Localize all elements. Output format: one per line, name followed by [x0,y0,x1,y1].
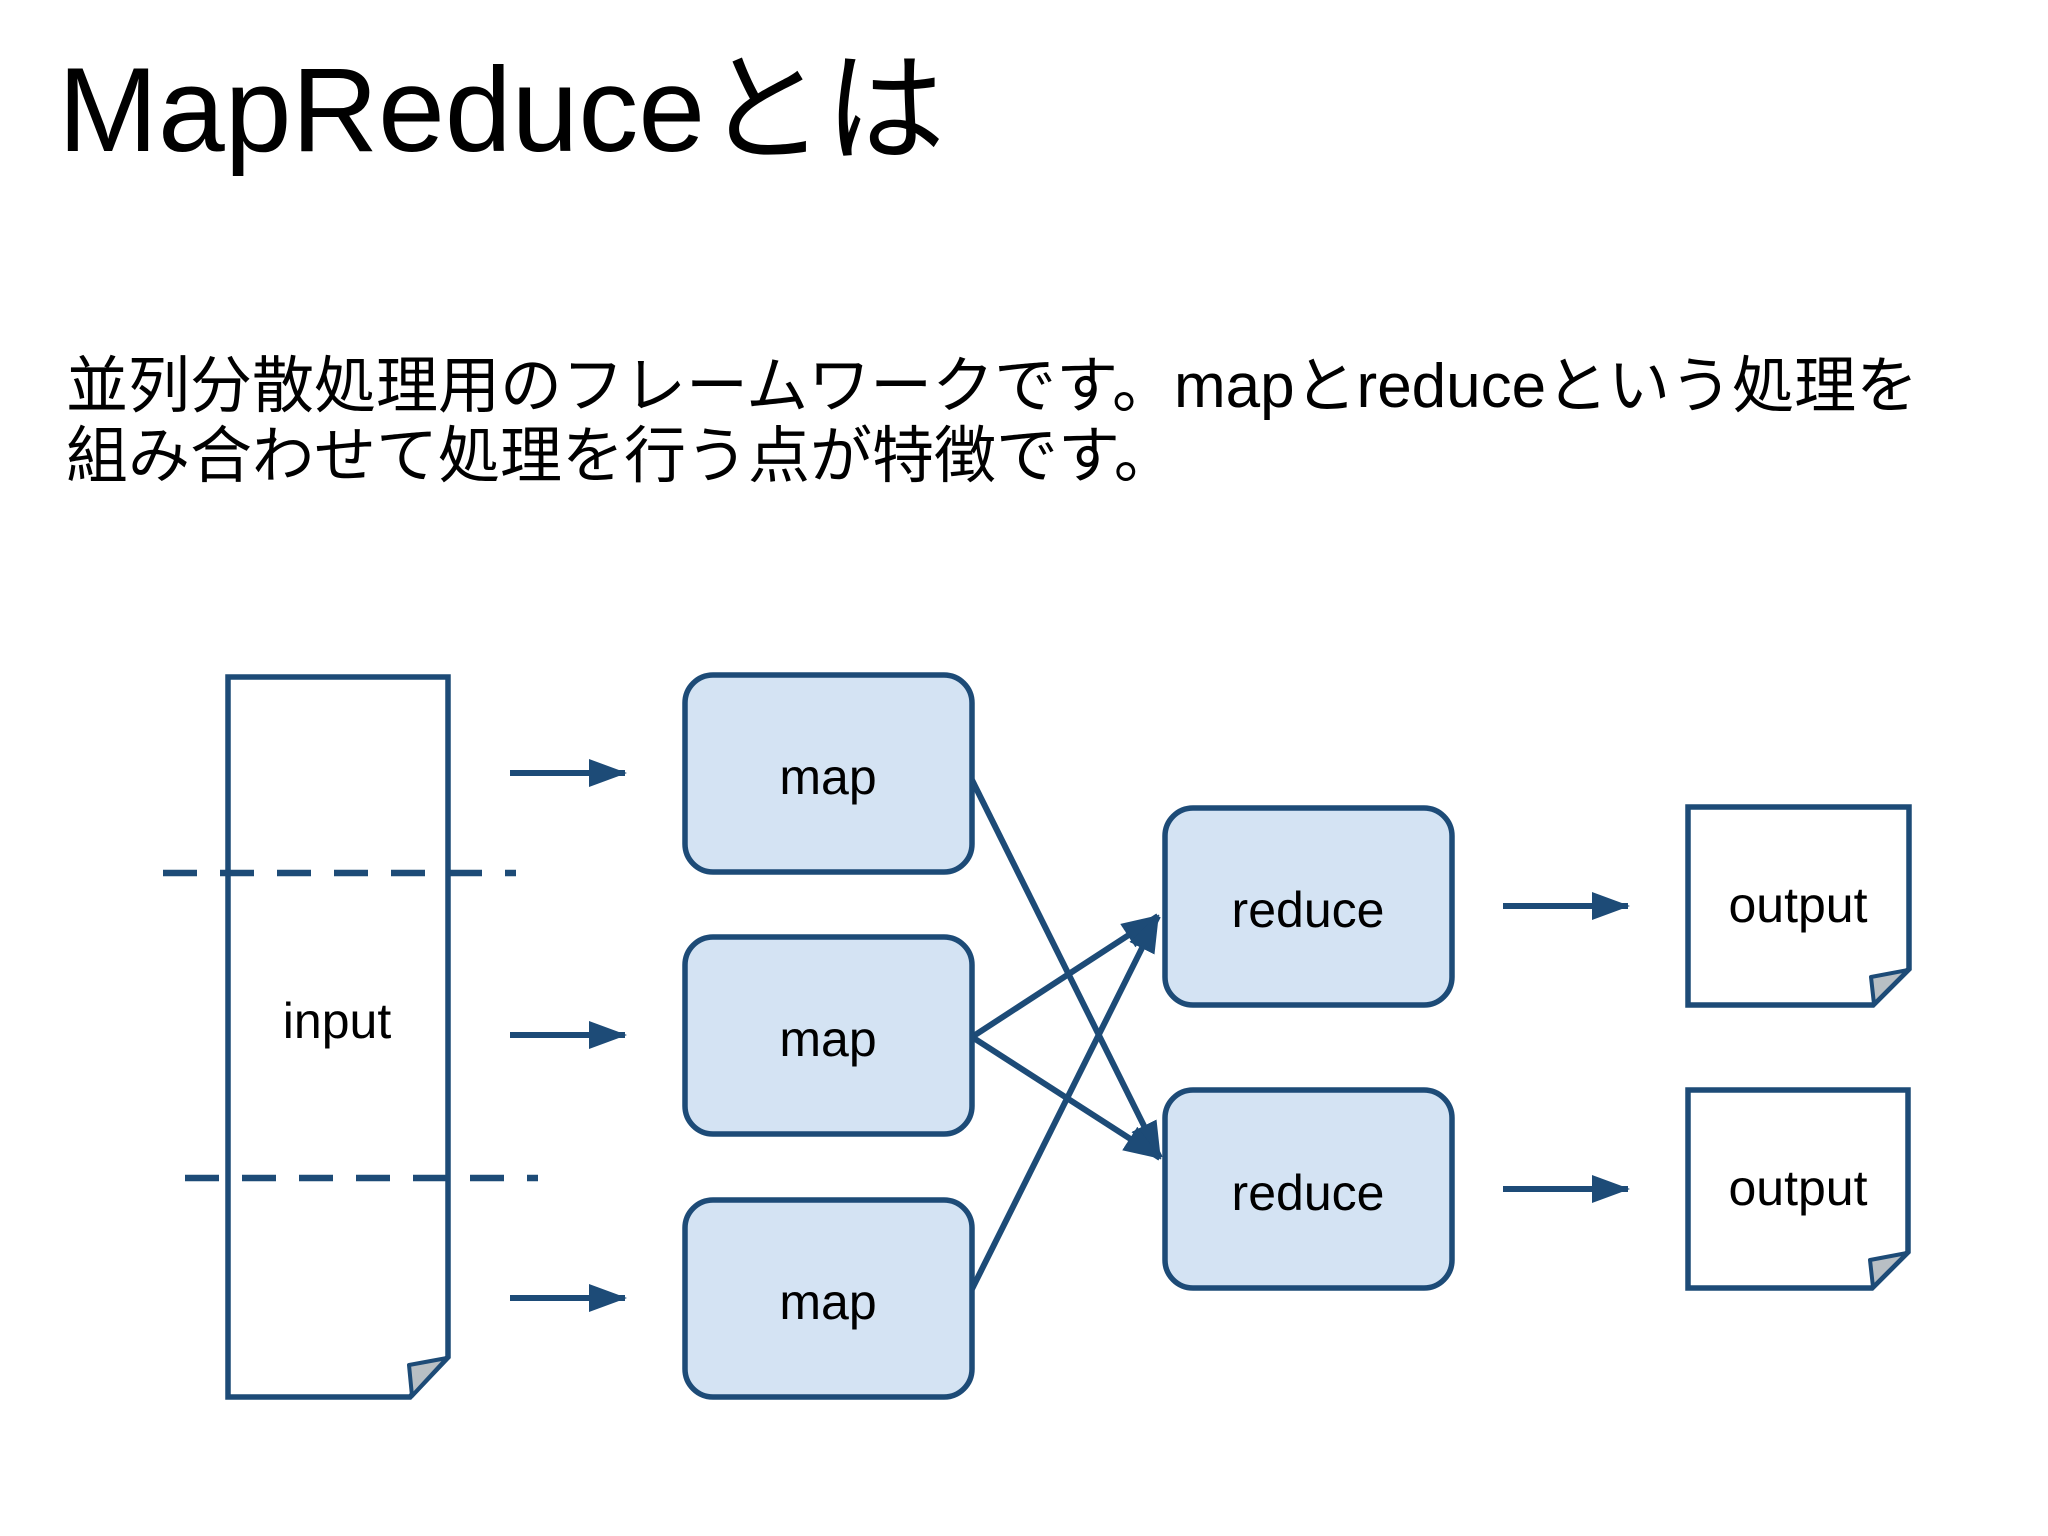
output-document-2-fold-icon [1868,1251,1909,1289]
map-box-1 [682,672,975,875]
map1-to-reduce2-line [969,778,1163,1160]
slide-body-text: 並列分散処理用のフレームワークです。mapとreduceという処理を 組み合わせ… [66,352,1918,492]
map-label-1: map [779,749,876,805]
reduce-box-1 [1162,805,1455,1008]
output-document-1-fold-icon [1869,968,1910,1006]
map2-to-reduce1-line [970,913,1160,1040]
input-label: input [283,993,392,1049]
reduce-box-2 [1162,1087,1455,1291]
map-label-2: map [779,1011,876,1067]
reduce-label-2: reduce [1232,1165,1385,1221]
map-label-3: map [779,1274,876,1330]
input-document-fold-icon [407,1356,449,1398]
body-text-line-2: 組み合わせて処理を行う点が特徴です。 [66,422,1176,491]
map-box-2 [682,934,975,1137]
reduce-label-1: reduce [1232,882,1385,938]
body-text-line-1: 並列分散処理用のフレームワークです。mapとreduceという処理を [66,352,1919,421]
output-label-2: output [1728,1160,1867,1216]
map3-to-reduce1-line [969,914,1161,1291]
slide-title: MapReduceとは [58,43,946,177]
output-label-1: output [1728,877,1867,933]
map-box-3 [682,1197,975,1400]
